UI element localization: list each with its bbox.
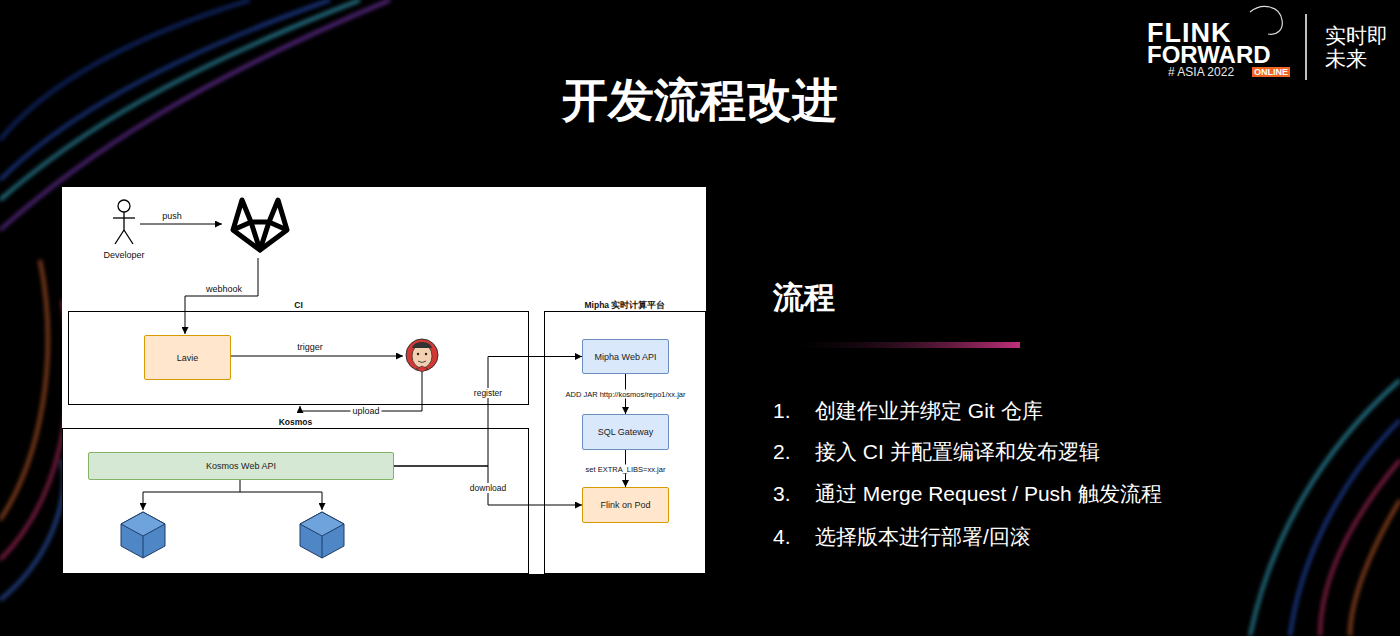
list-number: 2. [773,440,791,464]
box-label: SQL Gateway [598,427,654,437]
edge-label: ADD JAR http://kosmos/repo1/xx.jar [564,390,686,399]
arrow-label: trigger [297,342,323,352]
list-number: 1. [773,399,791,423]
process-box: Flink on Pod [582,487,669,523]
actor-label: Developer [103,250,144,260]
process-box: Kosmos Web API [88,452,394,480]
edge-label: register [473,388,503,398]
logo-slogan: 实时即未来 [1325,24,1392,70]
group-frame: Mipha 实时计算平台Mipha Web APISQL GatewayFlin… [544,311,706,574]
connector [394,466,582,505]
node-layer: CILavieKosmosKosmos Web APIMipha 实时计算平台M… [62,187,706,574]
edge-label: download [469,483,507,493]
edge-label: set EXTRA_LIBS=xx.jar [585,464,667,473]
process-box: Mipha Web API [582,339,669,374]
box-label: Kosmos Web API [206,461,276,471]
group-frame: CILavie [68,311,529,405]
group-heading: Mipha 实时计算平台 [545,300,705,312]
arrow-label: webhook [204,284,244,294]
group-frame: KosmosKosmos Web API [62,428,529,574]
list-item: 选择版本进行部署/回滚 [815,523,1031,551]
list-number: 4. [773,525,791,549]
section-heading: 流程 [773,277,835,319]
list-number: 3. [773,482,791,506]
logo-text: # ASIA 2022 [1168,65,1234,79]
list-item: 通过 Merge Request / Push 触发流程 [815,480,1162,508]
group-heading: CI [69,300,528,310]
slide-title: 开发流程改进 [562,70,838,132]
group-heading: Kosmos [63,417,528,427]
arrow-label: push [162,211,182,221]
logo-text: FORWARD [1147,41,1271,69]
logo-badge: ONLINE [1252,67,1290,77]
box-label: Lavie [177,353,199,363]
connector [394,357,582,467]
box-label: Mipha Web API [595,352,657,362]
arrow-label: upload [350,406,381,416]
process-box: SQL Gateway [582,414,669,450]
list-item: 创建作业并绑定 Git 仓库 [815,397,1043,425]
list-item: 接入 CI 并配置编译和发布逻辑 [815,438,1100,466]
process-box: Lavie [144,335,231,380]
box-label: Flink on Pod [600,500,650,510]
